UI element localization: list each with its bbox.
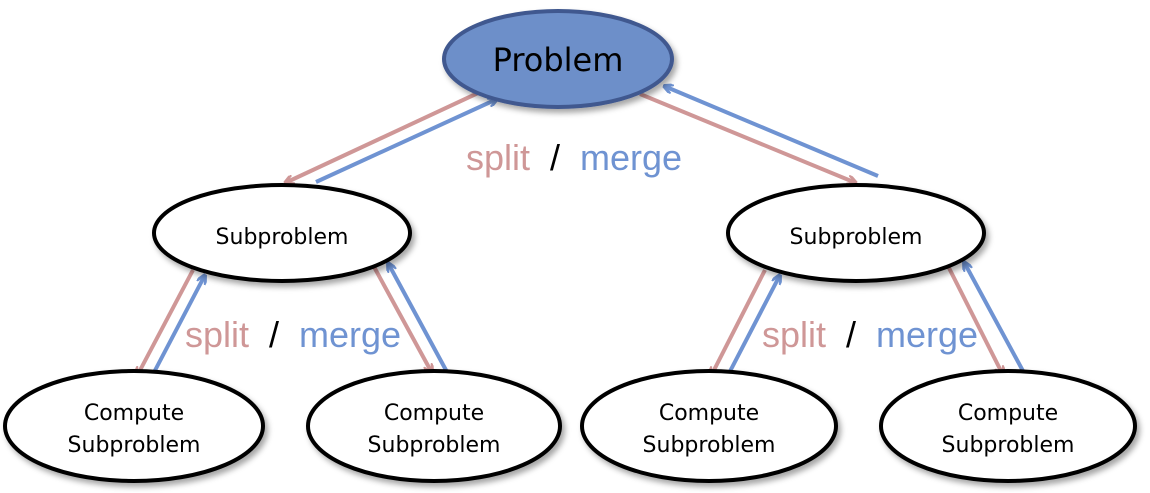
- leaf-node-2: [306, 369, 562, 483]
- edge-label-left: split / merge: [185, 314, 401, 355]
- leaf-label-4-line1: Compute: [958, 401, 1058, 426]
- split-arrow-right-leaf3: [711, 269, 767, 376]
- split-arrow-root-left: [285, 91, 479, 183]
- slash-separator: /: [550, 137, 560, 178]
- leaf-label-1-line2: Subproblem: [68, 433, 201, 458]
- edges-left-subtree: [137, 263, 449, 381]
- slash-separator: /: [846, 314, 856, 355]
- subproblem-node-right: [726, 183, 986, 283]
- root-node: [442, 9, 674, 109]
- leaf-label-4-line2: Subproblem: [942, 433, 1075, 458]
- split-word: split: [185, 314, 249, 355]
- edges-root: [285, 86, 879, 184]
- subproblem-label-left: Subproblem: [216, 225, 349, 250]
- split-word: split: [466, 137, 530, 178]
- merge-arrow-right-leaf3: [723, 275, 780, 382]
- merge-word: merge: [299, 314, 401, 355]
- leaf-node-4: [879, 369, 1137, 483]
- edges-right-subtree: [711, 262, 1025, 382]
- split-arrow-root-right: [639, 92, 856, 183]
- edge-label-right: split / merge: [762, 314, 978, 355]
- split-arrow-right-leaf4: [946, 265, 1003, 375]
- split-arrow-left-leaf2: [371, 264, 432, 373]
- merge-arrow-left-leaf1: [148, 275, 205, 381]
- leaf-label-3-line1: Compute: [659, 401, 759, 426]
- split-word: split: [762, 314, 826, 355]
- merge-arrow-root-left: [315, 99, 497, 184]
- leaf-label-3-line2: Subproblem: [643, 433, 776, 458]
- merge-arrow-right-leaf4: [964, 262, 1025, 372]
- leaf-node-3: [580, 369, 838, 483]
- merge-word: merge: [876, 314, 978, 355]
- slash-separator: /: [269, 314, 279, 355]
- split-arrow-left-leaf1: [137, 269, 195, 376]
- leaf-label-2-line2: Subproblem: [368, 433, 501, 458]
- leaf-label-1-line1: Compute: [84, 401, 184, 426]
- root-label: Problem: [493, 41, 624, 79]
- leaf-node-1: [3, 369, 265, 483]
- subproblem-node-left: [152, 183, 412, 283]
- merge-word: merge: [580, 137, 682, 178]
- subproblem-label-right: Subproblem: [790, 225, 923, 250]
- leaf-label-2-line1: Compute: [384, 401, 484, 426]
- merge-arrow-left-leaf2: [388, 263, 449, 373]
- merge-arrow-root-right: [664, 86, 879, 178]
- edge-label-top: split / merge: [466, 137, 682, 178]
